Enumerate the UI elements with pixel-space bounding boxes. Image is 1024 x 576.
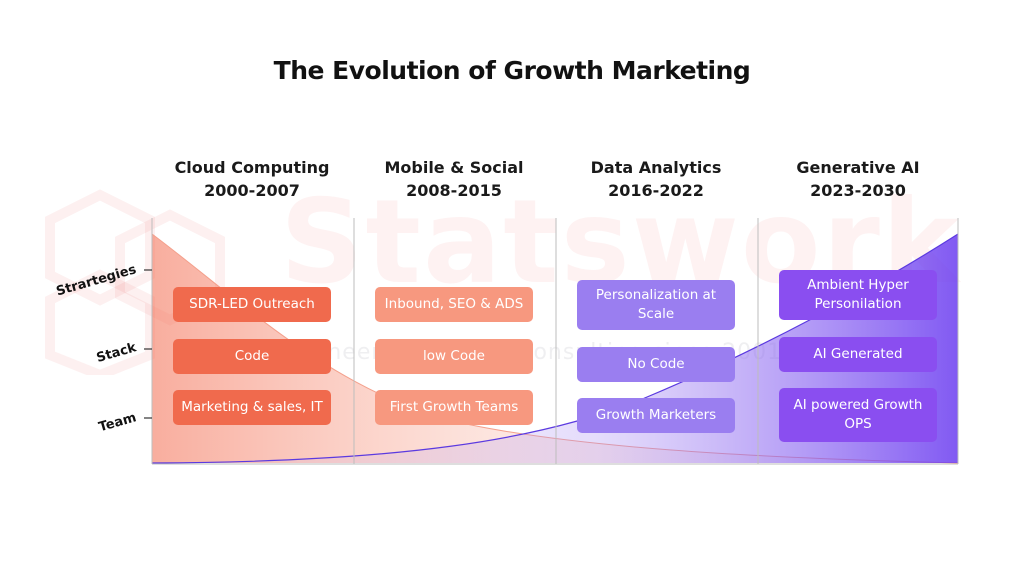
stage-item: AI Generated [779,337,937,372]
column-years: 2023-2030 [810,181,906,200]
column-name: Data Analytics [590,158,722,177]
column-name: Cloud Computing [174,158,330,177]
stage-item: Personalization at Scale [577,280,735,330]
column-header-genai: Generative AI 2023-2030 [763,156,953,202]
column-years: 2000-2007 [204,181,300,200]
stage-item: Marketing & sales, IT [173,390,331,425]
stage-item: low Code [375,339,533,374]
stage-item: Ambient Hyper Personilation [779,270,937,320]
column-header-data: Data Analytics 2016-2022 [561,156,751,202]
stage-item: SDR-LED Outreach [173,287,331,322]
stage-item: No Code [577,347,735,382]
column-years: 2008-2015 [406,181,502,200]
growth-curve-area [152,234,958,463]
stage-item: Growth Marketers [577,398,735,433]
stage-item: Inbound, SEO & ADS [375,287,533,322]
column-name: Mobile & Social [384,158,524,177]
stage-item: AI powered Growth OPS [779,388,937,442]
stage-item: Code [173,339,331,374]
column-name: Generative AI [796,158,920,177]
stage-item: First Growth Teams [375,390,533,425]
column-header-cloud: Cloud Computing 2000-2007 [157,156,347,202]
column-header-mobile: Mobile & Social 2008-2015 [359,156,549,202]
column-years: 2016-2022 [608,181,704,200]
page-title: The Evolution of Growth Marketing [273,56,751,85]
